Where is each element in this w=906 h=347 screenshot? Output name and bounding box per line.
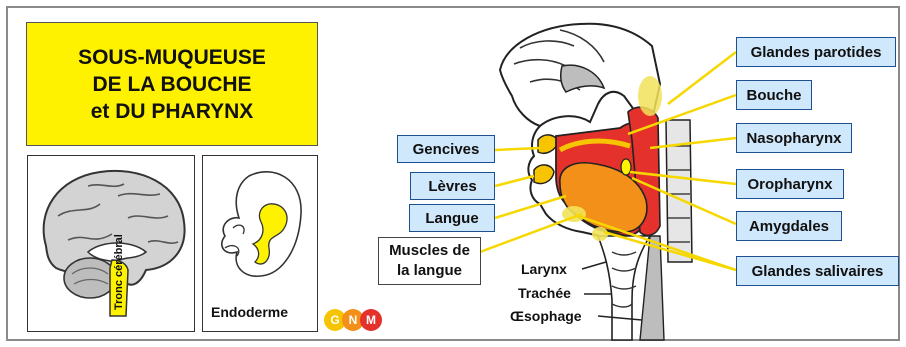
muscles-line-1: Muscles de <box>389 241 470 261</box>
muscles-line-2: la langue <box>397 261 462 281</box>
label-langue: Langue <box>409 204 495 232</box>
label-nasopharynx: Nasopharynx <box>736 123 852 153</box>
label-amygdales: Amygdales <box>736 211 842 241</box>
label-oesophage: Œsophage <box>510 308 582 324</box>
label-glandes-parotides: Glandes parotides <box>736 37 896 67</box>
label-muscles-langue: Muscles de la langue <box>378 237 481 285</box>
label-glandes-salivaires: Glandes salivaires <box>736 256 899 286</box>
label-larynx: Larynx <box>521 261 567 277</box>
label-levres: Lèvres <box>410 172 495 200</box>
label-bouche: Bouche <box>736 80 812 110</box>
label-trachee: Trachée <box>518 285 571 301</box>
label-gencives: Gencives <box>397 135 495 163</box>
label-oropharynx: Oropharynx <box>736 169 844 199</box>
